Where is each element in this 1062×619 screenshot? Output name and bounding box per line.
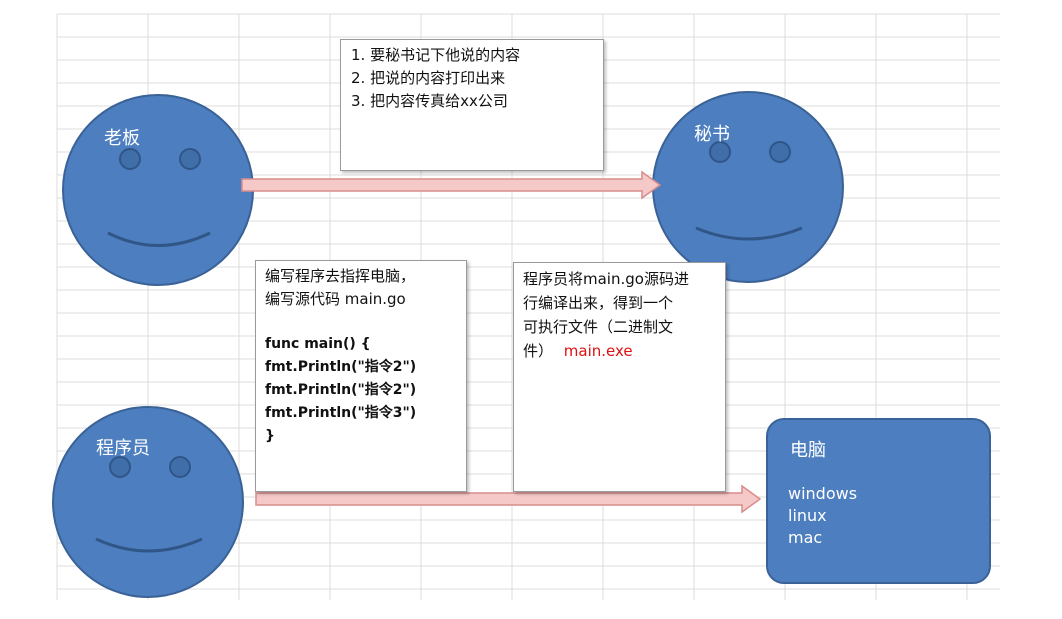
boss-label: 老板 <box>104 128 140 149</box>
programmer-face <box>52 406 244 598</box>
code-line-1: func main() { <box>265 336 371 352</box>
computer-box: 电脑 windows linux mac <box>766 418 991 584</box>
compile-line-2: 行编译出来，得到一个 <box>523 294 674 312</box>
program-code-box: 编写程序去指挥电脑， 编写源代码 main.go func main() { f… <box>255 260 467 492</box>
secretary-label: 秘书 <box>694 124 730 145</box>
program-line-1: 编写程序去指挥电脑， <box>265 267 416 285</box>
programmer-to-computer-arrow <box>255 484 762 514</box>
code-line-2: fmt.Println("指令2") <box>265 359 417 375</box>
program-line-2: 编写源代码 main.go <box>265 290 406 308</box>
code-line-4: fmt.Println("指令3") <box>265 405 417 421</box>
exe-filename: main.exe <box>563 342 633 360</box>
boss-to-secretary-arrow <box>241 170 662 200</box>
boss-face <box>62 94 254 286</box>
compile-line-1: 程序员将main.go源码进 <box>523 270 689 288</box>
compile-line-4-prefix: 件） <box>523 342 554 360</box>
programmer-label: 程序员 <box>96 438 150 459</box>
task-1: 1. 要秘书记下他说的内容 <box>351 46 521 64</box>
compile-line-4: 件） main.exe <box>523 339 716 363</box>
secretary-tasks-box: 1. 要秘书记下他说的内容 2. 把说的内容打印出来 3. 把内容传真给xx公司 <box>340 39 604 171</box>
compile-description-box: 程序员将main.go源码进 行编译出来，得到一个 可执行文件（二进制文 件） … <box>513 262 726 492</box>
task-2: 2. 把说的内容打印出来 <box>351 69 506 87</box>
code-line-3: fmt.Println("指令2") <box>265 382 417 398</box>
task-3: 3. 把内容传真给xx公司 <box>351 92 508 110</box>
secretary-face <box>652 91 844 283</box>
os-linux: linux <box>788 506 827 525</box>
compile-line-3: 可执行文件（二进制文 <box>523 318 674 336</box>
os-mac: mac <box>788 528 823 547</box>
computer-title: 电脑 <box>790 440 826 461</box>
code-line-5: } <box>265 428 275 444</box>
os-windows: windows <box>788 484 858 503</box>
